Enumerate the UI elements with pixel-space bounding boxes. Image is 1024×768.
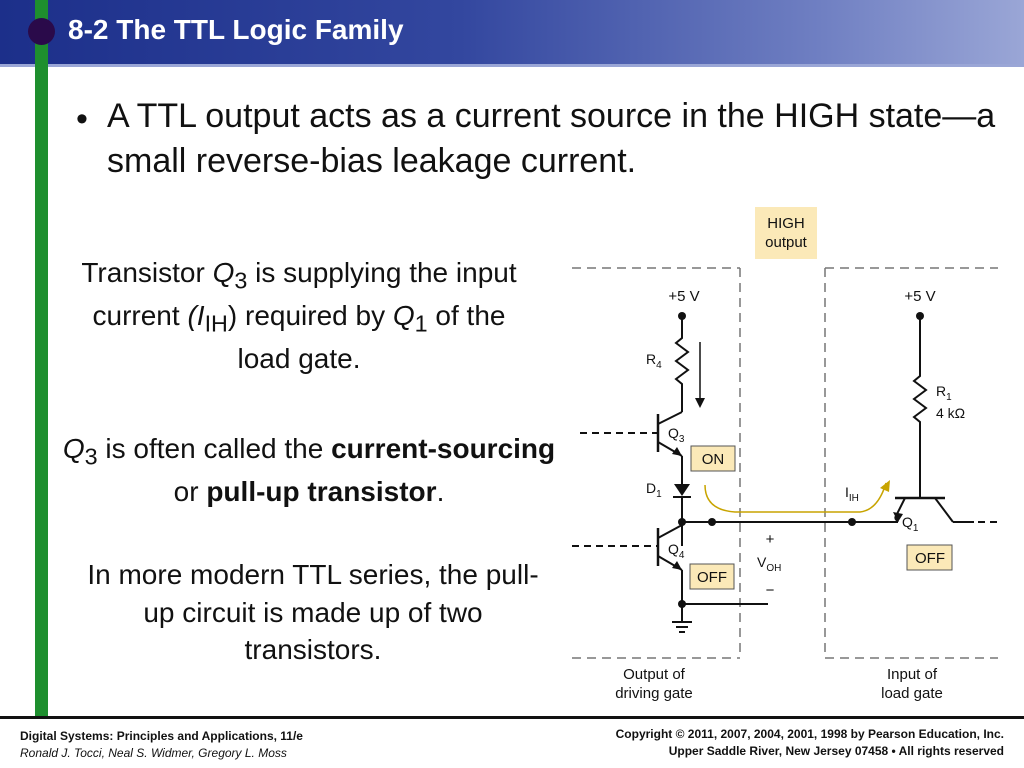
title-bar bbox=[0, 0, 1024, 64]
q1-emitter-to-node bbox=[894, 517, 899, 523]
d1-label: D1 bbox=[646, 480, 662, 500]
q3-sub: 3 bbox=[679, 434, 685, 445]
voh-letter: V bbox=[757, 554, 767, 570]
iih-sub: IH bbox=[849, 493, 859, 504]
r1-resistor bbox=[912, 316, 928, 480]
output-caption-2: driving gate bbox=[615, 685, 693, 702]
title-bullet-dot bbox=[28, 18, 55, 45]
iih-letter: I bbox=[845, 484, 849, 500]
paragraph-modern-ttl: In more modern TTL series, the pull-up c… bbox=[87, 559, 539, 666]
footer-left: Digital Systems: Principles and Applicat… bbox=[20, 728, 303, 763]
iih-label: IIH bbox=[845, 484, 859, 504]
r1-sub: 1 bbox=[946, 392, 952, 403]
q3-letter: Q bbox=[668, 425, 679, 441]
q1-label: Q1 bbox=[902, 514, 919, 534]
ttl-circuit-diagram: HIGH output +5 V R4 Q3 ON D1 IIH Q4 OFF … bbox=[572, 207, 998, 702]
p2-current-sourcing: current-sourcing bbox=[331, 433, 556, 464]
q1-sub: 1 bbox=[913, 523, 919, 534]
r4-label: R4 bbox=[646, 351, 662, 371]
bullet-text: A TTL output acts as a current source in… bbox=[107, 97, 996, 180]
iih-current-path bbox=[704, 482, 887, 513]
footer-address: Upper Saddle River, New Jersey 07458 • A… bbox=[668, 744, 1004, 759]
q1-letter: Q bbox=[902, 514, 913, 530]
ground-node-dot bbox=[678, 600, 686, 608]
q3-label: Q3 bbox=[668, 425, 685, 445]
footer-book-title: Digital Systems: Principles and Applicat… bbox=[20, 729, 303, 743]
current-direction-arrowhead bbox=[695, 398, 705, 408]
on-label: ON bbox=[702, 451, 725, 468]
input-caption-1: Input of bbox=[887, 666, 938, 683]
q4-sub: 4 bbox=[679, 550, 685, 561]
high-output-label-2: output bbox=[765, 234, 808, 251]
footer-right: Copyright © 2011, 2007, 2004, 2001, 1998… bbox=[616, 726, 1004, 761]
q4-letter: Q bbox=[668, 541, 679, 557]
p2-text-d: . bbox=[436, 475, 445, 507]
off-box-right bbox=[906, 544, 953, 571]
left-accent-bar bbox=[35, 0, 48, 716]
bullet-marker: • bbox=[76, 100, 88, 138]
q4-emitter-arrow bbox=[672, 561, 682, 570]
off-box-left bbox=[689, 563, 735, 590]
voh-plus: + bbox=[766, 531, 775, 548]
p1-q3: Q bbox=[212, 257, 235, 288]
paragraph-current-sourcing: Q3 is often called the current-sourcing … bbox=[60, 430, 558, 510]
off-label-right: OFF bbox=[915, 550, 945, 567]
voh-label: VOH bbox=[757, 554, 781, 574]
p1-q3-sub: 3 bbox=[234, 267, 248, 294]
high-output-label-1: HIGH bbox=[767, 215, 805, 232]
voh-sub: OH bbox=[766, 563, 781, 574]
paragraph-q3-supply: Transistor Q3 is supplying the input cur… bbox=[66, 254, 532, 377]
r4-letter: R bbox=[646, 351, 656, 367]
p2-q3: Q bbox=[62, 433, 85, 464]
r4-sub: 4 bbox=[656, 360, 662, 371]
p1-iih: (I bbox=[187, 299, 205, 331]
d1-diode bbox=[674, 484, 690, 496]
p2-pull-up-transistor: pull-up transistor bbox=[206, 475, 437, 507]
p1-text-b: is supplying the input current bbox=[92, 257, 517, 331]
iih-current-arrowhead bbox=[880, 480, 890, 492]
d1-sub: 1 bbox=[656, 489, 662, 500]
r4-resistor bbox=[674, 316, 690, 412]
p1-text-a: Transistor bbox=[81, 257, 213, 288]
left-vcc-label: +5 V bbox=[668, 288, 699, 305]
r1-label: R1 bbox=[936, 383, 952, 403]
high-output-box bbox=[755, 207, 817, 259]
q1-collector bbox=[934, 497, 954, 523]
p1-iih-sub: IH bbox=[204, 310, 228, 337]
output-caption-1: Output of bbox=[623, 666, 686, 683]
r1-value: 4 kΩ bbox=[936, 405, 965, 421]
footer-divider bbox=[0, 716, 1024, 719]
p1-text-c: ) required by bbox=[227, 299, 393, 331]
output-node-dot-2 bbox=[708, 518, 716, 526]
title-stripe bbox=[0, 64, 1024, 67]
footer-copyright: Copyright © 2011, 2007, 2004, 2001, 1998… bbox=[615, 727, 1004, 741]
input-caption-2: load gate bbox=[881, 685, 943, 702]
input-node-dot bbox=[848, 518, 856, 526]
q3-emitter-arrow bbox=[672, 447, 682, 456]
p1-text-d: of the load gate. bbox=[237, 299, 506, 374]
q4-collector bbox=[657, 524, 683, 539]
footer-authors: Ronald J. Tocci, Neal S. Widmer, Gregory… bbox=[20, 746, 287, 761]
p2-text-a: is often called the bbox=[97, 433, 332, 464]
on-box bbox=[690, 445, 736, 472]
p1-q1-sub: 1 bbox=[414, 310, 428, 337]
slide-title: 8-2 The TTL Logic Family bbox=[68, 14, 404, 45]
q1-emitter-arrow bbox=[893, 512, 903, 522]
p2-q3-sub: 3 bbox=[84, 443, 98, 470]
p2-text-c: or bbox=[173, 475, 207, 507]
r1-letter: R bbox=[936, 383, 946, 399]
q3-collector bbox=[657, 411, 683, 425]
q4-label: Q4 bbox=[668, 541, 685, 561]
right-vcc-label: +5 V bbox=[904, 288, 935, 305]
d1-letter: D bbox=[646, 480, 656, 496]
voh-minus: − bbox=[766, 582, 775, 599]
off-label-left: OFF bbox=[697, 569, 727, 586]
p1-q1: Q bbox=[392, 299, 415, 331]
output-node-dot-1 bbox=[678, 518, 686, 526]
